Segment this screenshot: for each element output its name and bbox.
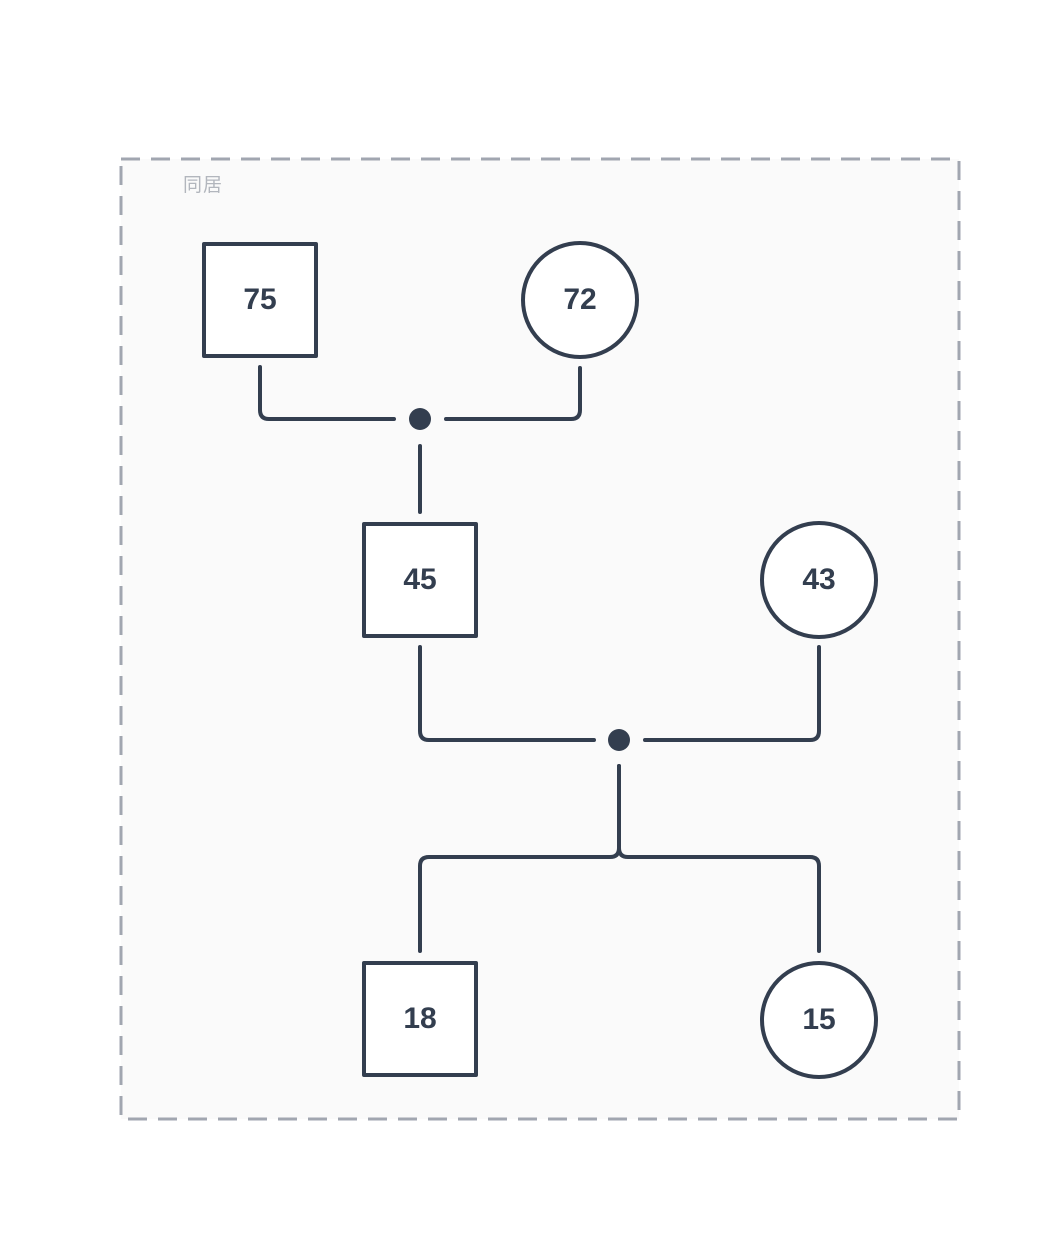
connector-45-to-union2	[418, 645, 596, 742]
person-node-75[interactable]: 75	[202, 242, 318, 358]
person-node-43[interactable]: 43	[760, 521, 878, 639]
person-node-18[interactable]: 18	[362, 961, 478, 1077]
person-age-label: 15	[802, 1003, 836, 1036]
union1-dot	[409, 408, 431, 430]
person-age-label: 18	[403, 1002, 437, 1035]
household-label: 同居	[183, 175, 224, 196]
person-age-label: 45	[403, 563, 437, 596]
person-age-label: 72	[563, 283, 597, 316]
person-node-15[interactable]: 15	[760, 961, 878, 1079]
person-age-label: 43	[802, 563, 836, 596]
person-age-label: 75	[243, 283, 277, 316]
connector-75-to-union1	[258, 365, 396, 421]
connector-43-to-union2	[643, 645, 821, 742]
connector-lines	[258, 365, 821, 953]
connector-union2-to-15	[617, 764, 821, 953]
union-dots	[409, 408, 630, 751]
connector-72-to-union1	[444, 366, 582, 421]
person-node-72[interactable]: 72	[521, 241, 639, 359]
union2-dot	[608, 729, 630, 751]
person-node-45[interactable]: 45	[362, 522, 478, 638]
